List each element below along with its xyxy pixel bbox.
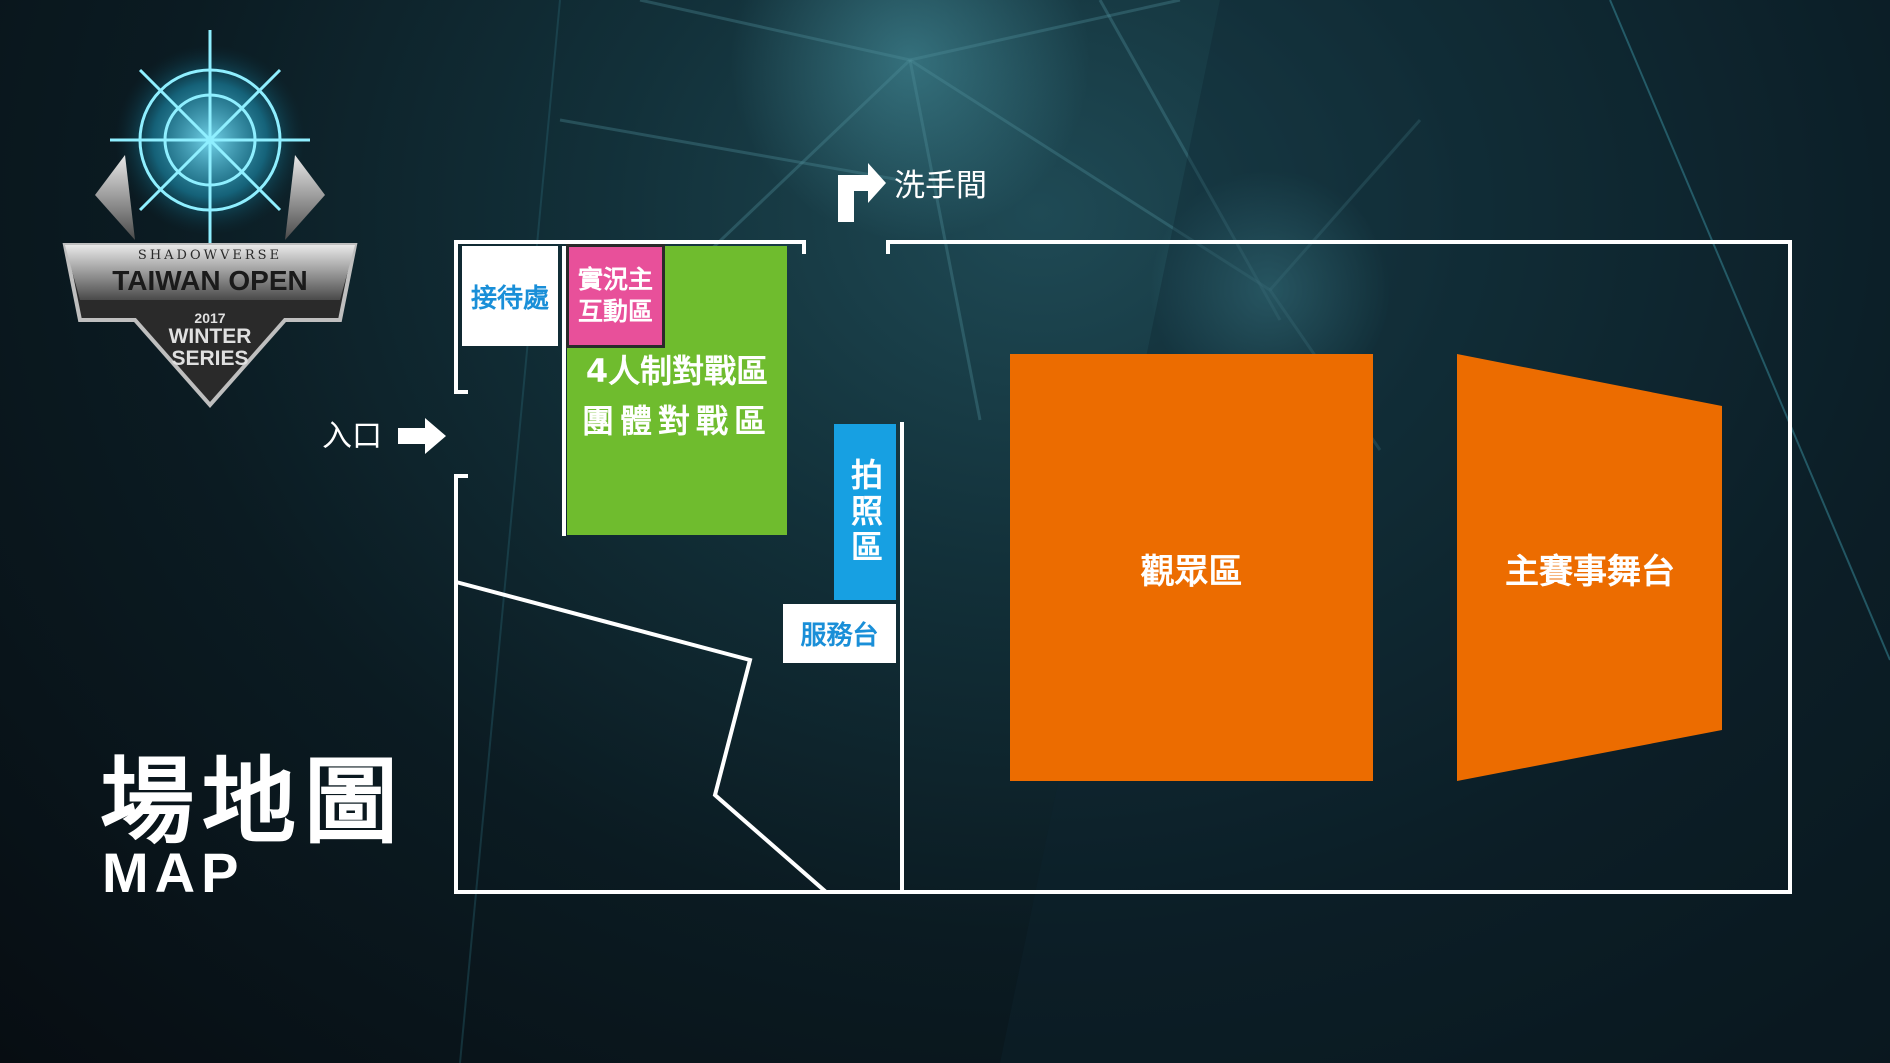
stage-label: 主賽事舞台 [1505,551,1675,592]
restroom-label: 洗手間 [894,168,987,204]
tournament-logo: SHADOWVERSE TAIWAN OPEN 2017 WINTER SERI… [55,20,365,410]
battle-label-line2: 團體對戰區 [581,402,772,440]
service-desk: 服務台 [783,604,896,663]
audience-label: 觀眾區 [1140,551,1243,592]
logo-emblem-icon [62,30,358,409]
turn-right-arrow-icon [838,163,886,222]
logo-year: 2017 [194,310,226,326]
page-title-zh: 場地圖 [100,748,407,857]
logo-line2: SERIES [171,347,249,370]
diagonal-wall [455,580,828,894]
entrance-label: 入口 [322,419,382,454]
left-wall-lower [454,240,1792,894]
photo-area: 拍照區 [834,424,896,600]
venue-walls [454,240,1792,894]
commentary-overlay-line1: 實況主 [577,265,653,294]
photo-label: 拍照區 [846,458,884,566]
arrow-right-icon [398,418,446,454]
reception-area: 接待處 [462,246,558,346]
commentary-area-overlay: 實況主 互動區 [566,244,665,348]
page-title-en: MAP [102,841,245,904]
commentary-overlay-line2: 互動區 [577,297,653,326]
logo-title: TAIWAN OPEN [112,265,308,296]
stage-shape [1457,354,1722,781]
logo-brand: SHADOWVERSE [137,248,283,263]
battle-label-line1: 4人制對戰區 [585,352,769,390]
audience-area-shape [1010,354,1373,781]
left-wall-upper [454,240,806,394]
logo-line1: WINTER [168,325,252,348]
